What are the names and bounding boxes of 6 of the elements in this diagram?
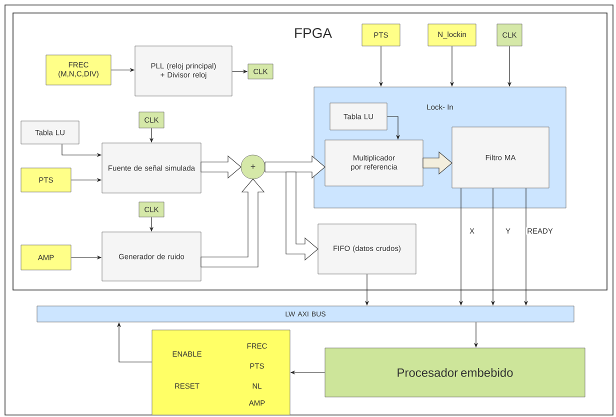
block-arrow xyxy=(286,172,318,261)
block-arrow xyxy=(200,178,265,268)
block-arrow xyxy=(200,155,242,179)
block-arrow xyxy=(264,155,326,179)
processor-box: Procesador embebido xyxy=(324,348,586,398)
block-arrow xyxy=(422,151,452,175)
